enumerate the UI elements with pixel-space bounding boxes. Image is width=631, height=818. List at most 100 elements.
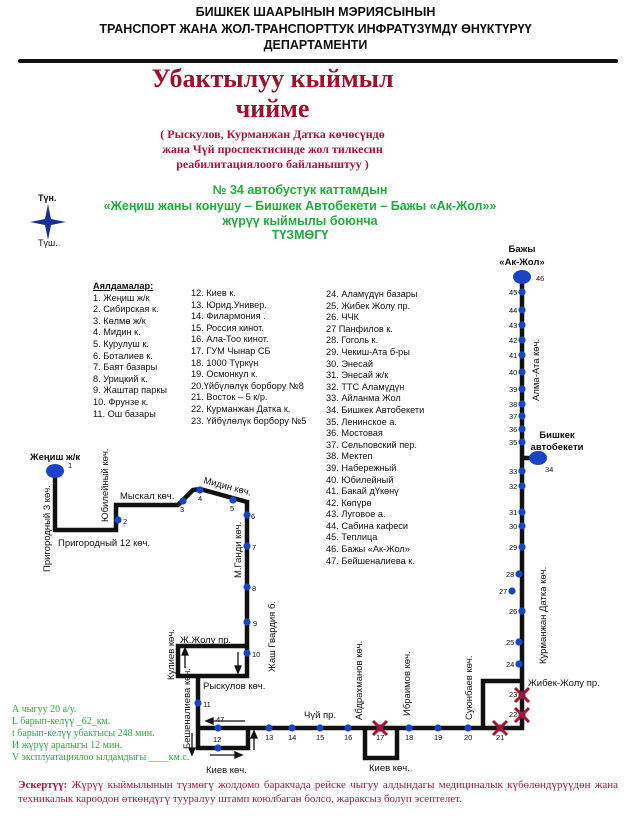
- stop-marker: [243, 583, 251, 591]
- stop-number: 21: [496, 733, 504, 742]
- header-line-3: ДЕПАРТАМЕНТИ: [263, 38, 368, 52]
- legend-stop-item: 26. ЧЧК: [326, 312, 359, 323]
- stop-6: 6: [243, 511, 255, 521]
- legend-stop-item: 38. Мектеп: [326, 451, 373, 462]
- street-label-kiev2: Киев көч.: [369, 763, 410, 774]
- stop-30: 30: [509, 522, 526, 531]
- stop-number: 23: [509, 690, 517, 699]
- stop-marker: [243, 542, 251, 550]
- stop-number: 40: [509, 368, 517, 377]
- legend-stop-item: 22. Курманжан Датка к.: [191, 403, 291, 414]
- closed-stop-cross-icon: [513, 706, 531, 724]
- legend-stop-item: 44. Сабина кафеси: [326, 520, 409, 531]
- legend-stop-item: 32. ТТС Аламүдүн: [326, 381, 405, 392]
- stop-8: 8: [243, 583, 256, 593]
- stop-marker: [518, 368, 526, 376]
- legend-stop-item: 6. Боталиев к.: [93, 350, 153, 361]
- stop-marker: [518, 306, 526, 314]
- stop-marker: [518, 321, 526, 329]
- stop-marker: [316, 724, 324, 732]
- stop-marker: [344, 724, 352, 732]
- stop-marker: [513, 270, 531, 284]
- stop-9: 9: [243, 618, 257, 628]
- stop-marker: [265, 724, 273, 732]
- street-label-kuliev: Кулиев көч.: [166, 629, 177, 680]
- stop-number: 20: [464, 733, 472, 742]
- stop-39: 39: [509, 385, 526, 394]
- street-label-chuy: Чүй пр.: [304, 710, 336, 721]
- stop-19: 19: [434, 724, 442, 742]
- legend-stop-item: 23. Үйбүлөлүк борбору №5: [191, 415, 307, 426]
- legend-stop-item: 30. Энесай: [326, 358, 373, 369]
- terminal-end-label-2: «Ак-Жол»: [499, 257, 544, 268]
- stop-43: 43: [509, 321, 526, 330]
- legend-stop-item: 12. Киев к.: [191, 288, 236, 298]
- stop-marker: [518, 467, 526, 475]
- stop-number: 28: [506, 570, 514, 579]
- stop-number: 29: [509, 543, 517, 552]
- route-line-4: ТҮЗМӨГҮ: [271, 228, 329, 242]
- legend-stop-item: 37. Сельповский пер.: [326, 439, 417, 450]
- stop-36: 36: [509, 425, 526, 434]
- stop-number: 25: [506, 638, 514, 647]
- stop-number: 32: [509, 482, 517, 491]
- terminal-end-label-1: Бажы: [509, 244, 536, 255]
- stop-44: 44: [509, 306, 526, 315]
- stop-45: 45: [509, 288, 526, 297]
- legend-stop-item: 27 Панфилов к.: [326, 323, 393, 334]
- legend-stop-item: 21. Восток – 5 к/р.: [191, 392, 268, 403]
- stop-24: 24: [506, 660, 523, 669]
- street-label-kurmanzhan: Курманжан Датка көч.: [538, 567, 549, 664]
- legend-stop-item: 14. Филармония .: [191, 311, 266, 322]
- title-line-2: чийме: [235, 94, 310, 123]
- stop-marker: [518, 385, 526, 393]
- street-label-abdrakhmanov: Абдрахманов көч.: [354, 641, 365, 720]
- route-info: А чыгуу 20 а/у. L барып-келүү _62_км. t …: [12, 704, 189, 764]
- stop-1: 1: [46, 461, 72, 478]
- stop-marker: [518, 400, 526, 408]
- stop-14: 14: [288, 724, 296, 742]
- legend-stop-item: 1. Жеңиш ж/к: [93, 292, 150, 303]
- stop-number: 35: [509, 438, 517, 447]
- info-vehicles: А чыгуу 20 а/у.: [12, 704, 77, 715]
- legend-stop-item: 5. Курулуш к.: [93, 338, 149, 349]
- stop-number: 41: [509, 351, 517, 360]
- stop-marker: [214, 744, 222, 752]
- stop-number: 22: [509, 710, 517, 719]
- stop-number: 30: [509, 522, 517, 531]
- legend-stop-item: 33. Айланма Жол: [326, 393, 401, 404]
- legend-stop-item: 11. Ош базары: [93, 408, 156, 419]
- route-line-1: № 34 автобустук каттамдын: [212, 183, 388, 197]
- stop-3: 3: [179, 497, 187, 514]
- stop-33: 33: [509, 467, 526, 476]
- subtitle-line-3: реабилитациялоого байланыштуу ): [176, 157, 369, 171]
- stop-marker: [179, 497, 187, 505]
- street-label-zh_zholu: Ж.Жолу пр.: [180, 635, 231, 646]
- compass-icon: [30, 204, 66, 240]
- legend-stop-item: 15. Россия кинот.: [191, 322, 264, 333]
- street-label-gandi: М.Ганди көч.: [233, 522, 244, 578]
- stop-marker: [518, 543, 526, 551]
- legend-stop-item: 17. ГУМ Чынар СБ: [191, 345, 271, 356]
- stop-marker: [243, 618, 251, 626]
- stop-17: 17: [371, 719, 389, 742]
- stop-number: 31: [509, 508, 517, 517]
- legend-stop-item: 3. Көлмө ж/к: [93, 315, 146, 326]
- stop-marker: [515, 660, 523, 668]
- stop-number: 15: [316, 733, 324, 742]
- stop-marker: [518, 482, 526, 490]
- stop-number: 45: [509, 288, 517, 297]
- subtitle-line-1: ( Рыскулов, Курманжан Датка көчөсүндө: [160, 127, 385, 141]
- stop-21: 21: [491, 719, 509, 742]
- legend-stop-item: 40. Юбилейный: [326, 474, 394, 485]
- stop-38: 38: [509, 400, 526, 409]
- route-line-kiev-detour: [362, 728, 400, 761]
- legend-stop-item: 28. Гоголь к.: [326, 335, 379, 346]
- stop-number: 11: [203, 700, 211, 709]
- stop-2: 2: [114, 516, 127, 526]
- compass-south-label: Түш.: [38, 238, 58, 248]
- stop-number: 2: [123, 517, 127, 526]
- stop-number: 26: [509, 607, 517, 616]
- stop-marker: [196, 486, 204, 494]
- terminal-start-label: Жеңиш ж/к: [29, 452, 80, 463]
